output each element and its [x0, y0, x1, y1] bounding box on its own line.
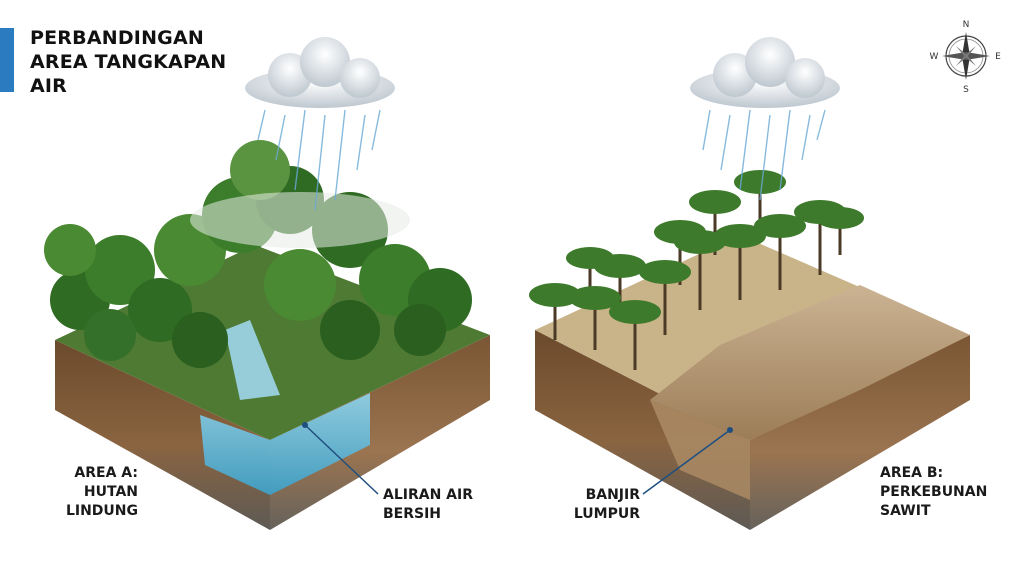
label-line: LINDUNG	[65, 503, 138, 519]
palm-crowns	[529, 170, 864, 324]
mist	[190, 192, 410, 248]
mudflow	[650, 285, 970, 440]
label-area-a: AREA A: HUTAN LINDUNG	[66, 464, 138, 521]
compass-w: W	[930, 52, 939, 62]
plantation-block	[529, 170, 970, 530]
label-line: LUMPUR	[573, 506, 640, 522]
title-line: AIR	[30, 75, 68, 97]
compass-rose-icon: N S W E	[928, 18, 1004, 95]
title-line: PERBANDINGAN	[30, 27, 204, 49]
label-clean-water: ALIRAN AIR BERSIH	[383, 486, 473, 524]
label-mud-flood: BANJIR LUMPUR	[574, 486, 640, 524]
callout-line-clean-water	[302, 422, 379, 495]
rain-cloud-left	[245, 37, 395, 211]
label-line: ALIRAN AIR	[383, 487, 473, 503]
label-area-b: AREA B: PERKEBUNAN SAWIT	[880, 464, 987, 521]
page-title: PERBANDINGAN AREA TANGKAPAN AIR	[30, 26, 226, 98]
compass-n: N	[963, 20, 970, 30]
label-line: AREA A:	[74, 465, 138, 481]
title-accent-bar	[0, 28, 14, 92]
clean-river	[200, 393, 370, 495]
label-line: PERKEBUNAN	[880, 484, 988, 500]
title-line: AREA TANGKAPAN	[30, 51, 227, 73]
label-line: SAWIT	[880, 503, 931, 519]
forest-block	[44, 140, 490, 530]
compass-s: S	[963, 85, 969, 94]
label-line: BERSIH	[383, 506, 442, 522]
compass-e: E	[995, 52, 1001, 62]
label-line: BANJIR	[585, 487, 640, 503]
callout-line-mud-flood	[642, 427, 733, 495]
label-line: AREA B:	[880, 465, 944, 481]
rain-cloud-right	[690, 37, 840, 201]
label-line: HUTAN	[83, 484, 138, 500]
waterfall	[225, 320, 280, 400]
